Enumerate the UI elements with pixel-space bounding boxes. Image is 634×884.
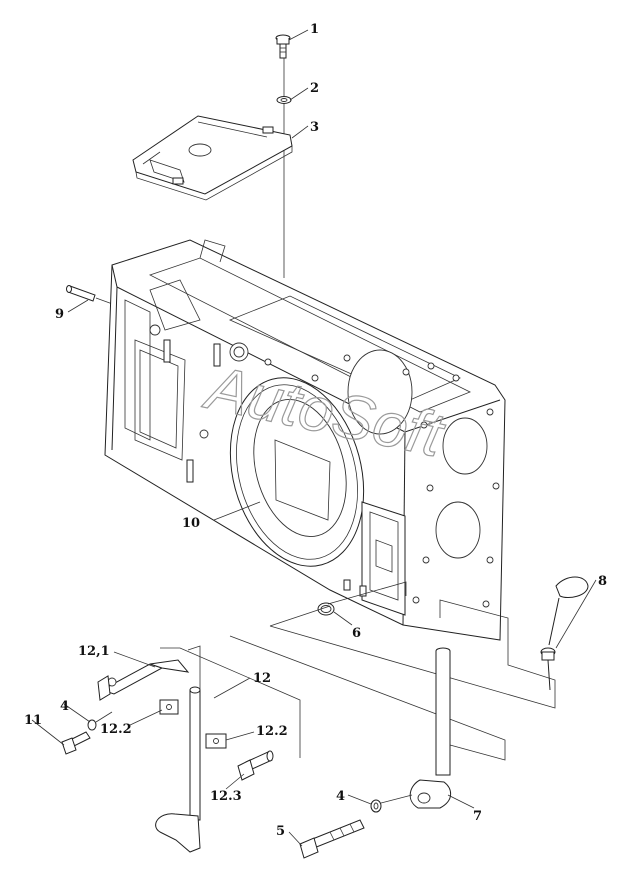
bolt-part-1 <box>275 34 291 59</box>
callout-6: 6 <box>352 626 361 641</box>
callout-2: 2 <box>310 81 319 96</box>
callout-12-3: 12.3 <box>210 789 242 804</box>
callout-9: 9 <box>55 307 64 322</box>
callout-4-left: 4 <box>60 699 69 714</box>
bolt-assembly-line <box>380 794 413 804</box>
inspection-window <box>361 501 406 616</box>
callout-12-2-left: 12.2 <box>100 722 132 737</box>
side-face-holes <box>412 408 500 608</box>
washer-part-2 <box>276 96 292 104</box>
callout-5: 5 <box>276 824 285 839</box>
assembly-line-tube-lower <box>229 635 506 761</box>
bracket-assembly-part-12 <box>97 645 301 853</box>
bearing-flange <box>229 377 365 567</box>
callout-8: 8 <box>598 574 607 589</box>
callout-12-1: 12,1 <box>78 644 110 659</box>
callout-12-2-right: 12.2 <box>256 724 288 739</box>
bracket-assembly-line <box>95 711 113 723</box>
washer-part-4-left <box>87 719 97 731</box>
cover-plate-part-3 <box>132 115 293 201</box>
dipstick-part-8 <box>540 576 589 691</box>
washer-part-4-right <box>370 799 382 813</box>
drain-port <box>343 579 367 597</box>
bolt-part-11 <box>61 731 91 755</box>
callout-3: 3 <box>310 120 319 135</box>
leader-lines <box>31 29 597 847</box>
bolt-part-5 <box>299 819 365 859</box>
assembly-line-ring <box>327 581 407 605</box>
callout-11: 11 <box>24 713 42 728</box>
callout-10: 10 <box>182 516 200 531</box>
callout-7: 7 <box>473 809 482 824</box>
callout-4-right: 4 <box>336 789 345 804</box>
callout-12: 12 <box>253 671 271 686</box>
assembly-line-tube <box>269 599 556 709</box>
oil-tube-part-7 <box>409 647 452 809</box>
pin-part-9 <box>66 285 96 302</box>
callout-1: 1 <box>310 22 319 37</box>
bolt-part-12-3 <box>237 750 274 781</box>
